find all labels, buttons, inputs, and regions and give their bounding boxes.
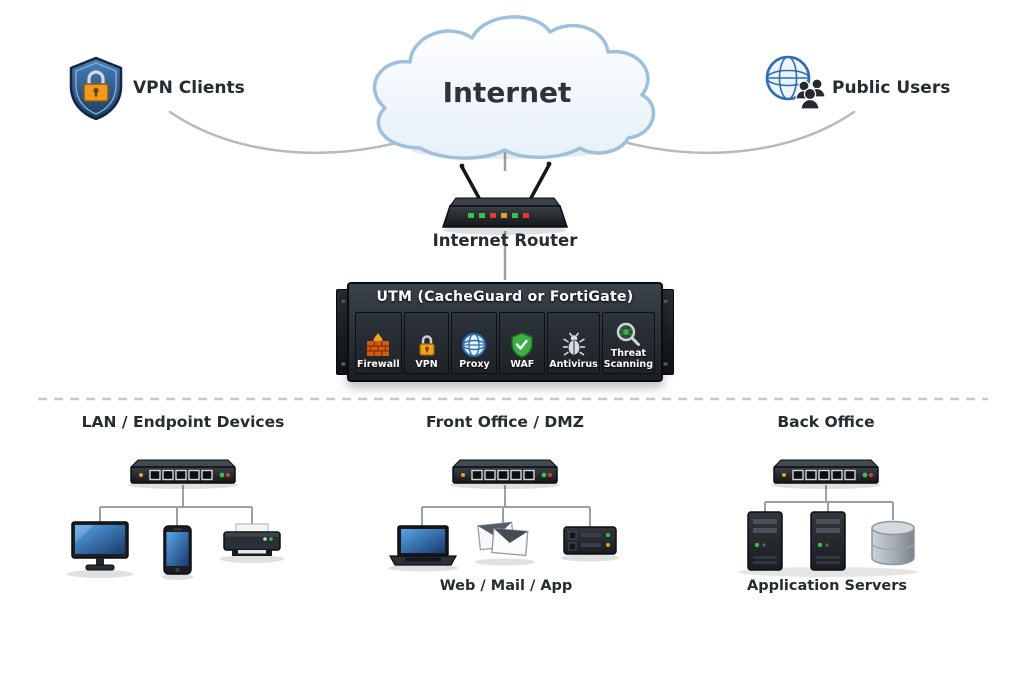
vpn-lock-icon — [418, 334, 435, 356]
zone-label-back-office: Back Office — [777, 413, 875, 431]
router-icon — [441, 161, 569, 235]
laptop-icon — [388, 525, 458, 572]
utm-appliance: UTM (CacheGuard or FortiGate) Firewall — [336, 282, 674, 382]
utm-module-proxy: Proxy — [451, 312, 498, 374]
printer-icon — [220, 523, 284, 563]
zone-label-dmz: Front Office / DMZ — [426, 413, 584, 431]
utm-module-threat-scanning: Threat Scanning — [601, 312, 655, 374]
firewall-icon — [367, 332, 390, 356]
threat-scanning-icon — [617, 322, 641, 347]
dmz-zone-links — [421, 485, 591, 527]
globe-users-icon — [765, 55, 826, 110]
utm-module-firewall: Firewall — [355, 312, 402, 374]
publicusers-to-internet-link — [626, 110, 856, 154]
server-tower-icon — [747, 511, 783, 571]
web-mail-app-label: Web / Mail / App — [439, 578, 573, 594]
utm-module-label: Proxy — [459, 358, 490, 370]
utm-module-antivirus: Antivirus — [547, 312, 600, 374]
desktop-computer-icon — [67, 521, 133, 578]
application-servers-label: Application Servers — [746, 578, 908, 594]
utm-title: UTM (CacheGuard or FortiGate) — [376, 289, 634, 305]
vpn-clients-label: VPN Clients — [133, 78, 245, 98]
back-office-links — [764, 485, 894, 520]
network-switch-icon — [127, 459, 239, 490]
server-shadow — [738, 567, 918, 577]
mail-envelopes-icon — [475, 521, 535, 566]
utm-body: UTM (CacheGuard or FortiGate) Firewall — [347, 282, 663, 382]
utm-module-label: Firewall — [357, 358, 400, 370]
proxy-globe-icon — [462, 332, 487, 357]
app-server-icon — [561, 526, 619, 562]
internet-router-label: Internet Router — [432, 231, 578, 250]
network-switch-icon — [449, 459, 561, 490]
utm-module-label: Antivirus — [549, 358, 598, 370]
server-tower-icon — [810, 511, 846, 571]
zone-label-lan: LAN / Endpoint Devices — [81, 413, 285, 431]
internet-label: Internet — [442, 76, 572, 109]
utm-module-label: VPN — [415, 358, 438, 370]
utm-module-label: WAF — [510, 358, 535, 370]
antivirus-bug-icon — [562, 332, 585, 356]
utm-module-waf: WAF — [499, 312, 546, 374]
public-users-label: Public Users — [832, 78, 951, 98]
smartphone-icon — [161, 525, 194, 580]
vpn-to-internet-link — [168, 110, 398, 154]
lan-zone-links — [99, 485, 253, 526]
utm-module-row: Firewall VPN — [355, 312, 655, 374]
shield-lock-icon — [69, 56, 123, 121]
network-switch-icon — [770, 459, 882, 490]
utm-module-vpn: VPN — [403, 312, 450, 374]
database-cylinder-icon — [871, 520, 915, 566]
cloud-icon — [372, 15, 656, 160]
waf-shield-icon — [511, 331, 534, 358]
utm-module-label: Threat Scanning — [603, 348, 653, 370]
